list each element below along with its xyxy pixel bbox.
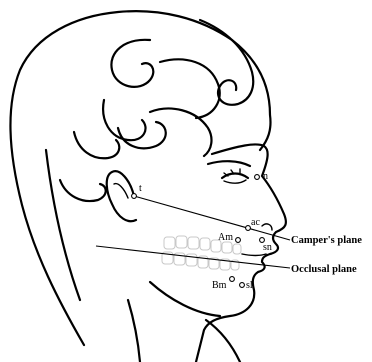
tooth bbox=[222, 242, 232, 253]
occlusal-plane-label: Occlusal plane bbox=[291, 264, 357, 275]
mouth-line bbox=[242, 254, 266, 256]
point-sn-label: sn bbox=[263, 242, 272, 253]
point-t-label: t bbox=[139, 183, 142, 194]
eyelash bbox=[224, 169, 240, 176]
tooth bbox=[233, 244, 241, 254]
neck-front bbox=[206, 320, 240, 362]
point-n-marker bbox=[255, 175, 260, 180]
hair-lock bbox=[200, 20, 253, 105]
brow bbox=[208, 161, 250, 166]
point-bm-marker bbox=[230, 277, 235, 282]
campers-plane-line bbox=[134, 196, 290, 240]
tooth bbox=[164, 237, 175, 249]
point-sl-label: sl bbox=[246, 280, 253, 291]
jaw-line bbox=[150, 282, 220, 316]
tooth bbox=[188, 237, 199, 249]
tooth bbox=[176, 236, 187, 248]
point-am-label: Am bbox=[218, 232, 233, 243]
point-ac-marker bbox=[246, 226, 251, 231]
point-am-marker bbox=[236, 238, 241, 243]
ear-inner bbox=[114, 184, 128, 198]
hair-back-strand bbox=[46, 150, 80, 300]
hair-wave-3 bbox=[103, 100, 145, 140]
tooth bbox=[200, 238, 210, 250]
point-n-label: n bbox=[263, 171, 268, 182]
face-profile bbox=[196, 144, 286, 362]
tooth bbox=[186, 254, 197, 266]
hair-wave-1 bbox=[111, 40, 153, 87]
hair-wave-5 bbox=[74, 132, 119, 158]
neck-back bbox=[128, 300, 140, 362]
campers-plane-label: Camper's plane bbox=[291, 235, 362, 246]
eye-lower-lid bbox=[224, 180, 246, 183]
point-sl-marker bbox=[240, 283, 245, 288]
nostril bbox=[262, 224, 272, 230]
point-bm-label: Bm bbox=[212, 280, 227, 291]
point-t-marker bbox=[132, 194, 137, 199]
point-ac-label: ac bbox=[251, 217, 260, 228]
hair-wave-6 bbox=[60, 180, 106, 201]
